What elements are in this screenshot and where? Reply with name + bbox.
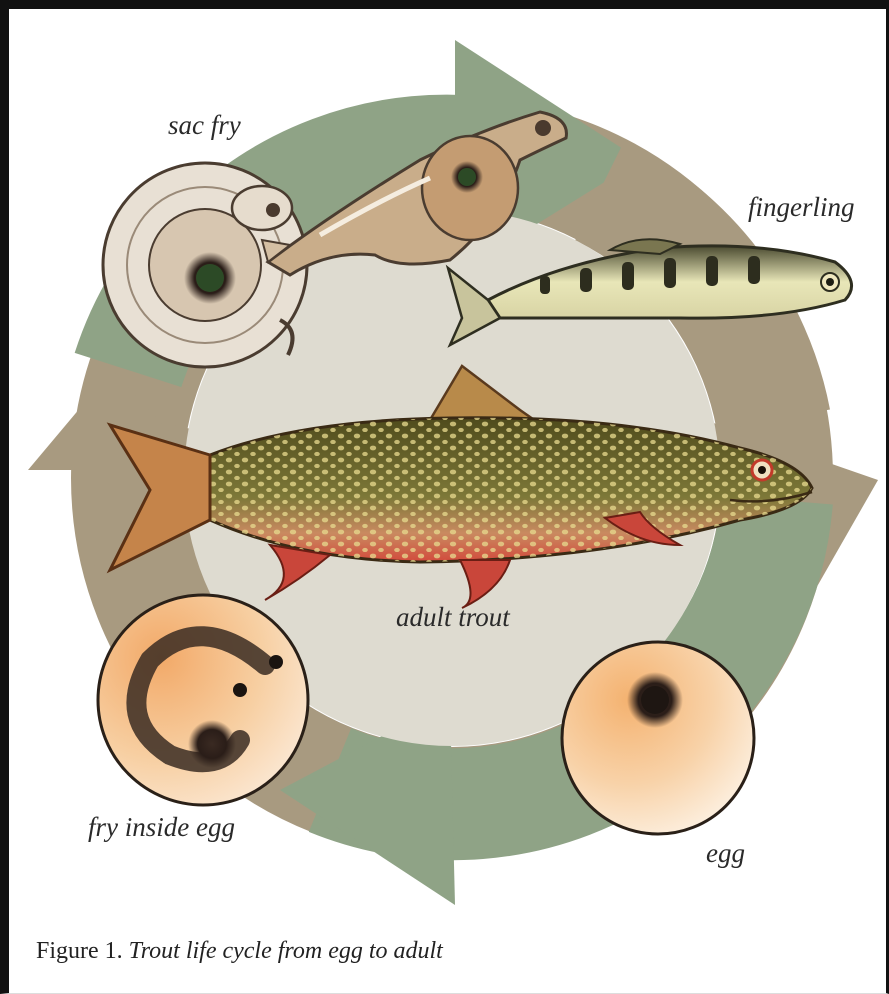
fry-inside-egg-illustration bbox=[98, 595, 308, 805]
stage-label-egg: egg bbox=[706, 838, 745, 869]
egg-illustration bbox=[562, 642, 754, 834]
stage-label-fingerling: fingerling bbox=[748, 192, 855, 223]
stage-label-adult-trout: adult trout bbox=[396, 602, 510, 633]
caption-text: Trout life cycle from egg to adult bbox=[129, 938, 443, 964]
figure-caption: Figure 1. Trout life cycle from egg to a… bbox=[36, 938, 443, 965]
stage-label-sac-fry: sac fry bbox=[168, 110, 241, 141]
caption-prefix: Figure 1. bbox=[36, 938, 123, 964]
stage-label-fry-inside-egg: fry inside egg bbox=[88, 812, 235, 843]
